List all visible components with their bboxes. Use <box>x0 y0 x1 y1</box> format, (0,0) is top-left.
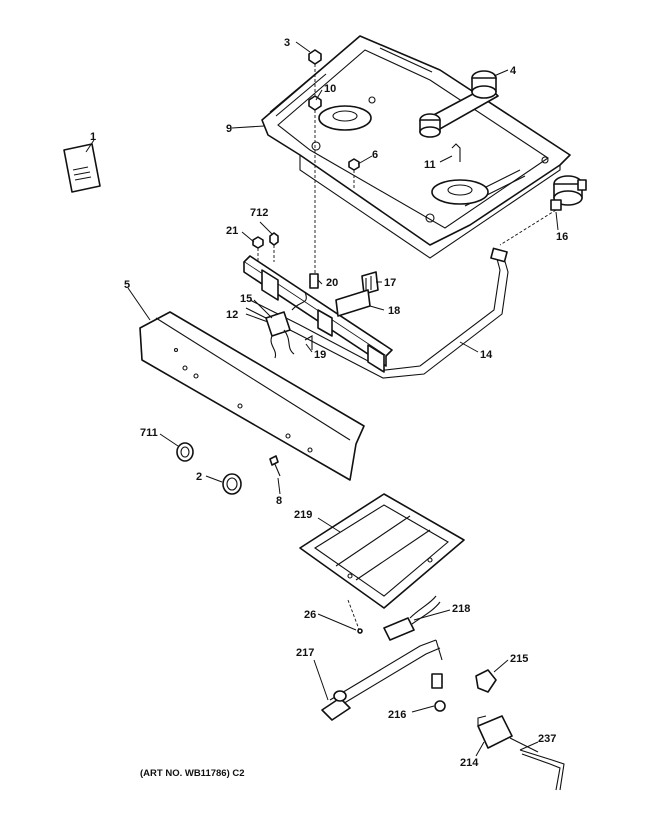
callout-21: 21 <box>226 225 238 237</box>
art-number: (ART NO. WB11786) C2 <box>140 768 245 779</box>
part-217-broil-tube <box>321 639 441 721</box>
callout-18: 18 <box>388 305 400 317</box>
callout-5: 5 <box>124 279 130 291</box>
callout-1: 1 <box>90 131 96 143</box>
callout-6: 6 <box>372 149 378 161</box>
callout-11: 11 <box>424 159 436 171</box>
part-218-electrode <box>357 595 443 661</box>
callout-218: 218 <box>452 603 470 615</box>
callout-4: 4 <box>510 65 517 77</box>
parts-711-2-knobs <box>176 442 242 495</box>
callout-10: 10 <box>324 83 336 95</box>
part-14-gas-tube <box>245 247 509 379</box>
callout-219: 219 <box>294 509 312 521</box>
callout-3: 3 <box>284 37 290 49</box>
part-8-screw <box>269 455 281 477</box>
part-215-bracket <box>475 669 497 693</box>
part-237-capillary <box>519 749 565 791</box>
callout-26: 26 <box>304 609 316 621</box>
callout-214: 214 <box>460 757 479 769</box>
callout-labels: 1 3 4 9 10 6 11 16 5 712 21 20 17 18 15 … <box>90 37 568 769</box>
part-1-manual <box>63 143 101 193</box>
part-219-baffle <box>299 493 465 633</box>
callout-217: 217 <box>296 647 314 659</box>
part-5-manifold-panel <box>139 311 365 481</box>
callout-8: 8 <box>276 495 282 507</box>
callout-711: 711 <box>140 427 158 439</box>
callout-19: 19 <box>314 349 326 361</box>
callout-712: 712 <box>250 207 268 219</box>
part-9-burner-box <box>261 35 571 259</box>
callout-2: 2 <box>196 471 202 483</box>
part-16-regulator <box>499 175 587 246</box>
hardware-small <box>308 49 461 275</box>
callout-237: 237 <box>538 733 556 745</box>
callout-20: 20 <box>326 277 338 289</box>
callout-16: 16 <box>556 231 568 243</box>
leader-lines <box>85 41 559 757</box>
callout-17: 17 <box>384 277 396 289</box>
callout-215: 215 <box>510 653 528 665</box>
callout-9: 9 <box>226 123 232 135</box>
callout-216: 216 <box>388 709 406 721</box>
part-216-pilot <box>431 673 446 712</box>
callout-14: 14 <box>480 349 493 361</box>
callout-12: 12 <box>226 309 238 321</box>
part-214-safety-valve <box>477 715 539 753</box>
part-17-18-ignition <box>335 271 379 317</box>
callout-15: 15 <box>240 293 252 305</box>
part-4-valve-assembly <box>419 70 499 138</box>
